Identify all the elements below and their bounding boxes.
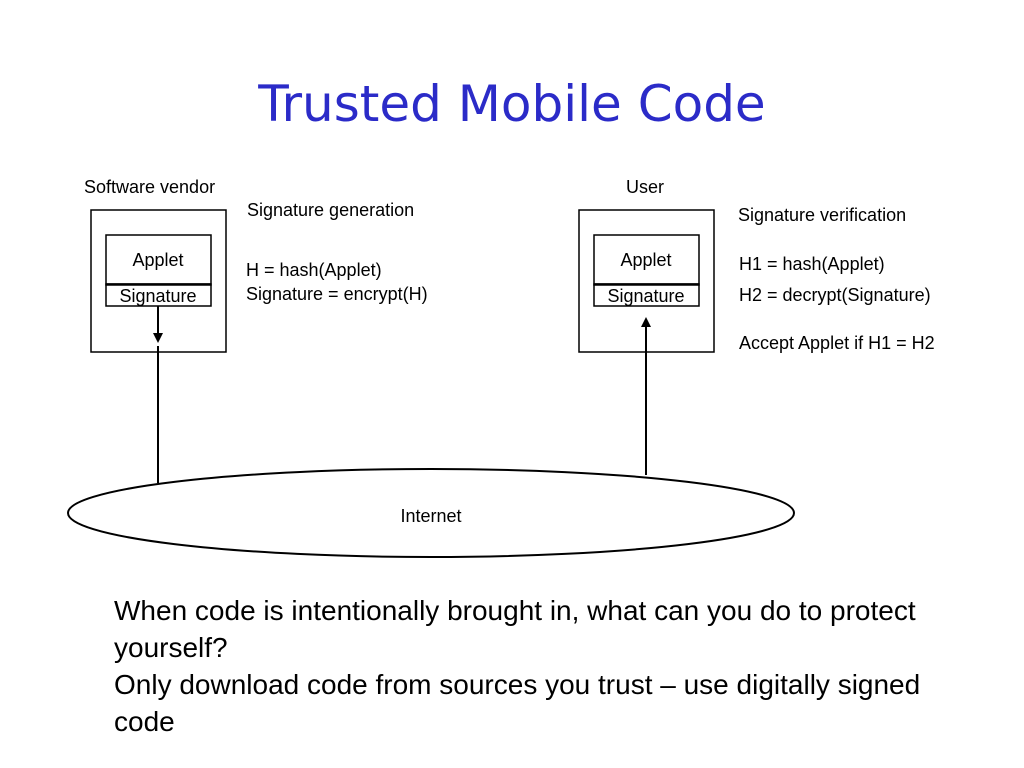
user-label: User	[626, 177, 664, 197]
vendor-applet-box	[105, 234, 212, 286]
vendor-line-hash: H = hash(Applet)	[246, 260, 382, 280]
internet-ellipse	[67, 468, 795, 558]
user-signature-label: Signature	[607, 286, 684, 306]
vendor-applet-label: Applet	[132, 250, 183, 270]
slide-title: Trusted Mobile Code	[258, 75, 766, 133]
slide-body: When code is intentionally brought in, w…	[114, 592, 934, 740]
vendor-label: Software vendor	[84, 177, 215, 197]
vendor-line-encrypt: Signature = encrypt(H)	[246, 284, 428, 304]
body-line-2: Only download code from sources you trus…	[114, 669, 921, 737]
user-line-decrypt: H2 = decrypt(Signature)	[739, 285, 931, 305]
user-applet-label: Applet	[620, 250, 671, 270]
user-line-hash: H1 = hash(Applet)	[739, 254, 885, 274]
user-signature-box	[593, 283, 700, 307]
vendor-heading: Signature generation	[247, 200, 414, 220]
user-line-accept: Accept Applet if H1 = H2	[739, 333, 935, 353]
vendor-signature-label: Signature	[119, 286, 196, 306]
user-heading: Signature verification	[738, 205, 906, 225]
user-applet-box	[593, 234, 700, 286]
internet-label: Internet	[400, 506, 461, 526]
body-line-1: When code is intentionally brought in, w…	[114, 595, 916, 663]
